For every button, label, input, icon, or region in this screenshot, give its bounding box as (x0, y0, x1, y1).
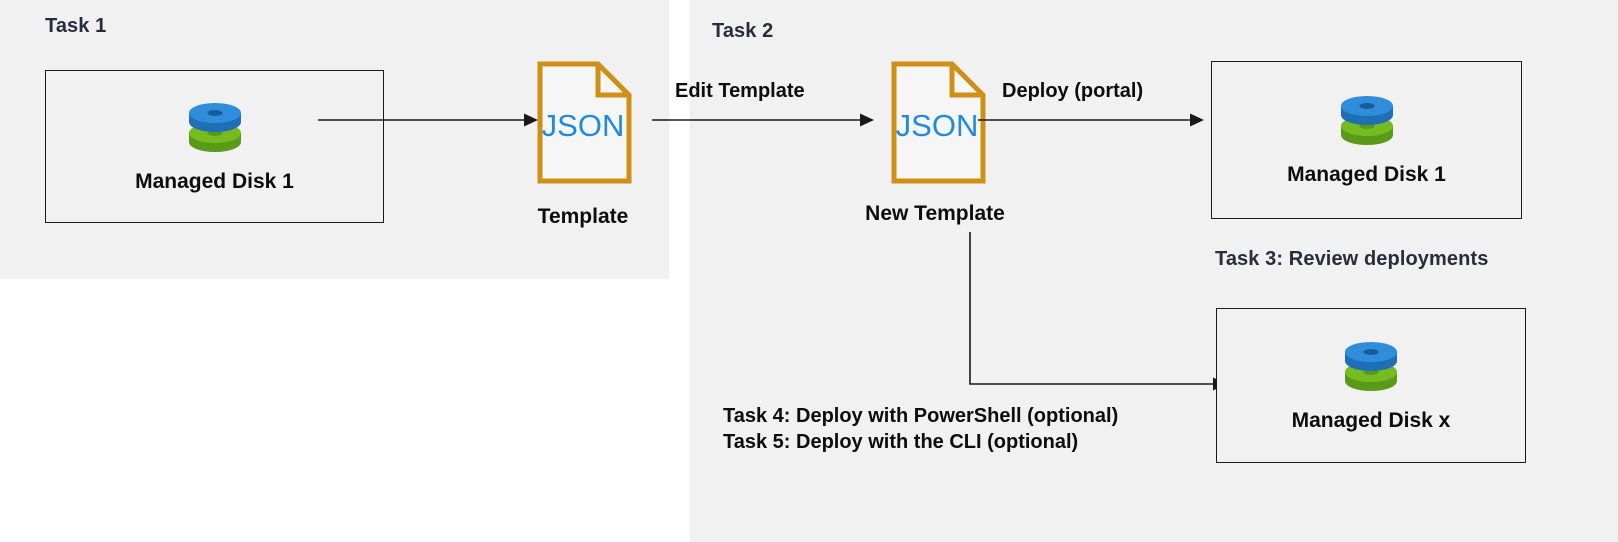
template-file-label: Template (537, 205, 629, 228)
box-content: Managed Disk 1 (46, 100, 383, 194)
task5-note: Task 5: Deploy with the CLI (optional) (723, 430, 1079, 453)
arrow-disk-to-template (318, 108, 538, 137)
json-new-template-file-icon: JSON (891, 61, 986, 189)
new-template-file-label: New Template (865, 202, 1005, 225)
managed-disk-1-result-label: Managed Disk 1 (1287, 163, 1446, 186)
arrow-deploy-portal (978, 108, 1204, 137)
managed-disk-1-source-box: Managed Disk 1 (45, 70, 384, 223)
box-content: Managed Disk 1 (1212, 93, 1521, 187)
managed-disk-icon (1340, 339, 1402, 400)
task4-note: Task 4: Deploy with PowerShell (optional… (723, 405, 1119, 427)
json-template-file-icon: JSON (537, 61, 632, 189)
task3-heading: Task 3: Review deployments (1215, 248, 1489, 270)
svg-text:JSON: JSON (542, 108, 625, 143)
deploy-portal-connector-label: Deploy (portal) (1002, 80, 1144, 102)
task2-heading: Task 2 (712, 20, 774, 42)
svg-text:JSON: JSON (896, 108, 979, 143)
managed-disk-icon (184, 100, 246, 161)
managed-disk-x-box: Managed Disk x (1216, 308, 1526, 463)
optional-tasks-note: Task 4: Deploy with PowerShell (optional… (723, 404, 1118, 455)
arrow-edit-template (652, 108, 874, 137)
box-content: Managed Disk x (1217, 339, 1525, 433)
managed-disk-x-label: Managed Disk x (1291, 408, 1451, 432)
edit-template-connector-label: Edit Template (675, 80, 805, 102)
managed-disk-1-source-label: Managed Disk 1 (135, 169, 294, 193)
elbow-arrow-new-template-to-disk-x (930, 232, 1230, 407)
managed-disk-1-result-box: Managed Disk 1 (1211, 61, 1522, 219)
task1-heading: Task 1 (45, 15, 107, 37)
managed-disk-icon (1336, 93, 1398, 154)
